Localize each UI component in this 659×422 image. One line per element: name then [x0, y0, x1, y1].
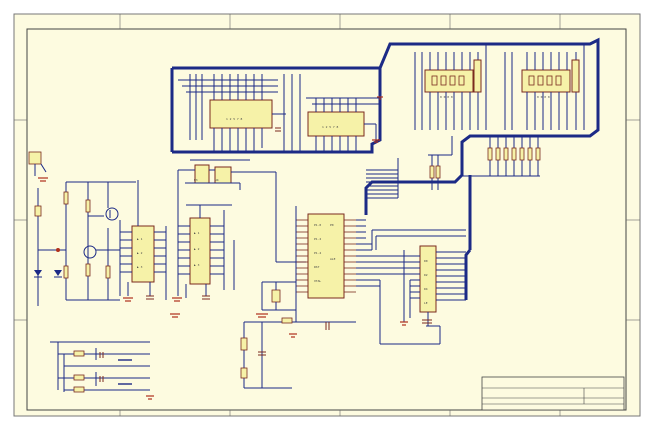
svg-text:0 0 0 0: 0 0 0 0	[440, 95, 453, 99]
ground-symbol	[172, 297, 182, 302]
net-label-fan	[366, 158, 399, 199]
svg-text:▶ 2: ▶ 2	[194, 247, 200, 251]
ground-symbol	[123, 297, 133, 302]
svg-text:LE: LE	[424, 301, 428, 305]
crystal-symbol	[256, 281, 296, 318]
ic-u6	[131, 225, 155, 283]
svg-text:▶ 3: ▶ 3	[194, 263, 200, 267]
seven-segment-display	[424, 69, 474, 93]
ground-symbol	[372, 139, 380, 143]
capacitor-symbol	[275, 127, 281, 132]
svg-text:RST: RST	[314, 265, 320, 269]
power-connector	[28, 151, 42, 165]
svg-text:ALE: ALE	[330, 257, 336, 261]
display-group-1: 0 0 0 0	[414, 44, 487, 130]
svg-text:U4: U4	[215, 178, 219, 182]
svg-text:D2: D2	[424, 273, 428, 277]
svg-text:U3: U3	[194, 178, 198, 182]
svg-text:P1.2: P1.2	[314, 237, 321, 241]
resistor-symbol	[85, 263, 91, 277]
ground-symbol	[400, 321, 408, 326]
resistor-pair	[428, 136, 453, 190]
svg-text:1 2 5 7 8: 1 2 5 7 8	[226, 117, 242, 121]
led-indicator	[56, 248, 60, 252]
svg-text:D4: D4	[424, 287, 428, 291]
ic-u2	[307, 111, 365, 137]
resistor-array	[462, 136, 541, 177]
diode-symbol	[34, 270, 62, 278]
ic-u2-block: 1 2 5 7 8	[306, 96, 383, 152]
zone-ticks	[14, 14, 640, 416]
svg-text:D0: D0	[424, 259, 428, 263]
capacitor-symbol	[34, 205, 42, 217]
capacitor-symbol	[422, 319, 432, 324]
resistor-symbol	[63, 265, 69, 279]
keypad-section	[50, 341, 154, 400]
capacitor-symbol	[99, 352, 104, 382]
drawing-frame	[26, 28, 627, 411]
capacitor-symbol	[202, 295, 210, 300]
microcontroller	[307, 213, 345, 299]
transistor-symbol	[105, 207, 119, 221]
data-bus	[170, 37, 600, 300]
ground-symbol	[146, 395, 154, 400]
ground-symbol	[256, 313, 268, 318]
ground-symbol	[170, 313, 180, 318]
resistor-symbol	[73, 350, 85, 357]
ic-u5	[419, 245, 437, 313]
resistor-symbol	[105, 265, 111, 279]
svg-text:▶ 2: ▶ 2	[137, 251, 143, 255]
capacitor-symbol	[146, 295, 154, 300]
svg-text:P1.0: P1.0	[314, 223, 321, 227]
svg-text:0 0 0 0: 0 0 0 0	[537, 95, 550, 99]
ic-u1	[209, 99, 273, 129]
svg-text:▶ 1: ▶ 1	[137, 237, 143, 241]
reset-circuit	[240, 300, 356, 389]
svg-text:XTAL: XTAL	[314, 279, 321, 283]
ic-u7-block: ▶ 1 ▶ 2 ▶ 3	[170, 204, 235, 318]
ic-u7	[189, 217, 211, 285]
ground-symbol	[38, 177, 48, 182]
ic-u6-block: ▶ 1 ▶ 2 ▶ 3	[119, 180, 167, 302]
svg-text:▶ 1: ▶ 1	[194, 231, 200, 235]
svg-text:▶ 3: ▶ 3	[137, 265, 143, 269]
resistor-symbol	[73, 386, 85, 393]
resistor-symbol	[73, 374, 85, 381]
svg-text:P0: P0	[330, 223, 334, 227]
display-group-2: 0 0 0 0	[504, 44, 585, 130]
title-block	[481, 376, 625, 411]
seven-segment-display	[521, 69, 571, 93]
push-button-switch	[118, 359, 132, 385]
svg-text:P1.4: P1.4	[314, 251, 321, 255]
svg-text:1 2 5 7 8: 1 2 5 7 8	[322, 125, 338, 129]
transistor-symbol	[83, 245, 97, 259]
resistor-symbol	[85, 199, 91, 213]
capacitor-symbol	[258, 322, 330, 356]
power-input-section	[28, 151, 136, 306]
ground-symbol	[289, 333, 297, 338]
small-ic-pair: U3 U4	[177, 159, 306, 263]
ground-symbol	[377, 96, 383, 100]
ic-u1-block: 1 2 5 7 8	[178, 74, 301, 152]
resistor-symbol	[63, 191, 69, 205]
